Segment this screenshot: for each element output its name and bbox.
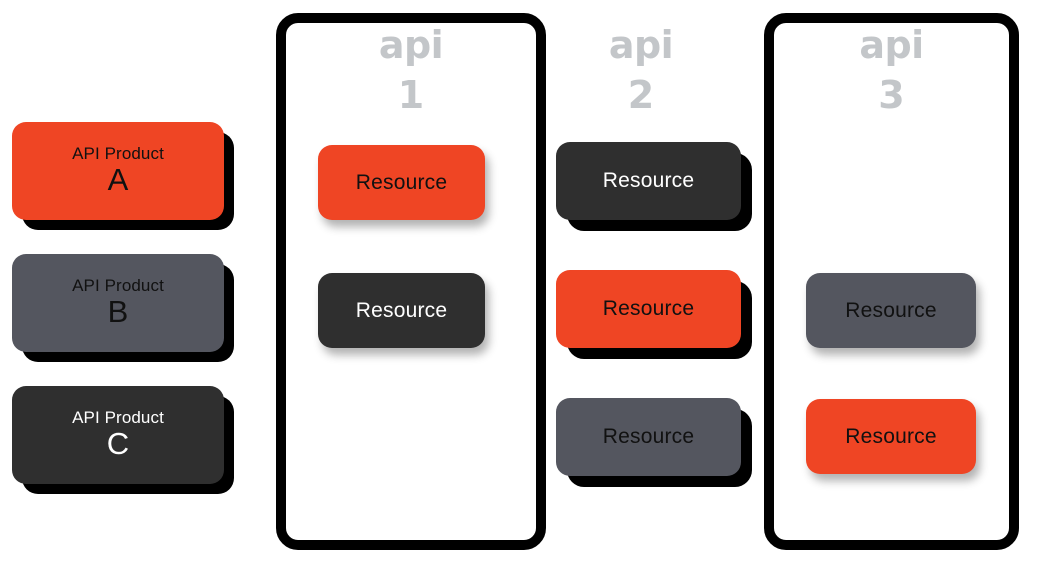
api-1-number: 1	[397, 73, 425, 117]
api-1-label: api 1	[276, 26, 546, 114]
resource-label: Resource	[355, 298, 448, 322]
api-product-letter: B	[107, 294, 129, 330]
api-3-resource-1[interactable]: Resource	[806, 273, 976, 348]
api-product-letter: C	[106, 426, 130, 462]
resource-label: Resource	[602, 169, 695, 192]
resource-label: Resource	[602, 425, 695, 448]
api-2-label: api 2	[556, 26, 726, 114]
api-2-resource-2[interactable]: Resource	[556, 270, 741, 348]
resource-label: Resource	[845, 298, 937, 322]
api-2-number: 2	[627, 73, 655, 117]
resource-label: Resource	[355, 170, 448, 194]
api-3-word: api	[859, 23, 924, 67]
resource-label: Resource	[845, 424, 937, 448]
api-3-label: api 3	[764, 26, 1019, 114]
resource-label: Resource	[602, 297, 695, 320]
api-3-resource-2[interactable]: Resource	[806, 399, 976, 474]
api-2-resource-3[interactable]: Resource	[556, 398, 741, 476]
api-3-number: 3	[878, 73, 905, 117]
api-product-title: API Product	[72, 408, 164, 428]
api-1-resource-2[interactable]: Resource	[318, 273, 485, 348]
api-product-title: API Product	[72, 144, 164, 164]
api-2-resource-1[interactable]: Resource	[556, 142, 741, 220]
api-1-resource-1[interactable]: Resource	[318, 145, 485, 220]
api-2-word: api	[608, 23, 674, 67]
api-product-title: API Product	[72, 276, 164, 296]
api-product-letter: A	[107, 162, 129, 198]
api-1-word: api	[378, 23, 444, 67]
